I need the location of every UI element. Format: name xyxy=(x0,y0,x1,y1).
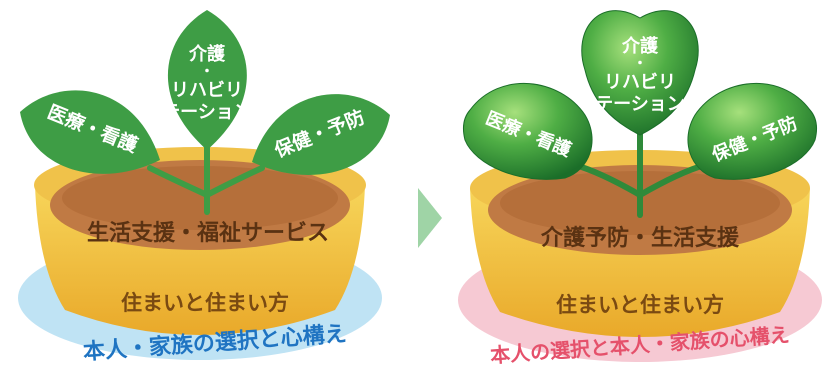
left-soil-shade xyxy=(62,166,338,230)
right-soil-label: 介護予防・生活支援 xyxy=(540,225,740,251)
left-soil xyxy=(50,160,350,250)
right-diagram: 介護 ・ リハビリ テーション 医療・看護 保健・予防 介護予防・生活支援 住ま… xyxy=(458,10,822,367)
left-leaf-right xyxy=(252,94,390,175)
left-center-leaf-line3: リハビリ xyxy=(171,80,243,101)
right-arrow-icon xyxy=(418,188,442,248)
left-leaf-center xyxy=(167,10,247,150)
right-leaf-right xyxy=(687,82,818,180)
left-center-leaf-line1: 介護 xyxy=(188,43,226,65)
left-pot-label: 住まいと住まい方 xyxy=(121,291,289,315)
left-leaf-left xyxy=(20,90,160,174)
right-center-leaf-line3: リハビリ xyxy=(604,72,676,93)
left-center-leaf-line2: ・ xyxy=(200,64,214,80)
right-leaf-center xyxy=(581,10,699,136)
right-center-leaf-line4: テーション xyxy=(595,94,685,115)
left-soil-label: 生活支援・福祉サービス xyxy=(87,221,329,246)
left-stem-left xyxy=(147,165,210,198)
left-diagram: 介護 ・ リハビリ テーション 医療・看護 保健・予防 生活支援・福祉サービス … xyxy=(18,10,390,365)
left-center-leaf-line4: テーション xyxy=(162,102,252,123)
right-center-leaf-line1: 介護 xyxy=(621,35,659,57)
right-leaf-left xyxy=(462,82,593,180)
left-stem-right xyxy=(204,165,265,198)
right-center-leaf-line2: ・ xyxy=(633,56,647,72)
right-pot-label: 住まいと住まい方 xyxy=(556,293,724,317)
